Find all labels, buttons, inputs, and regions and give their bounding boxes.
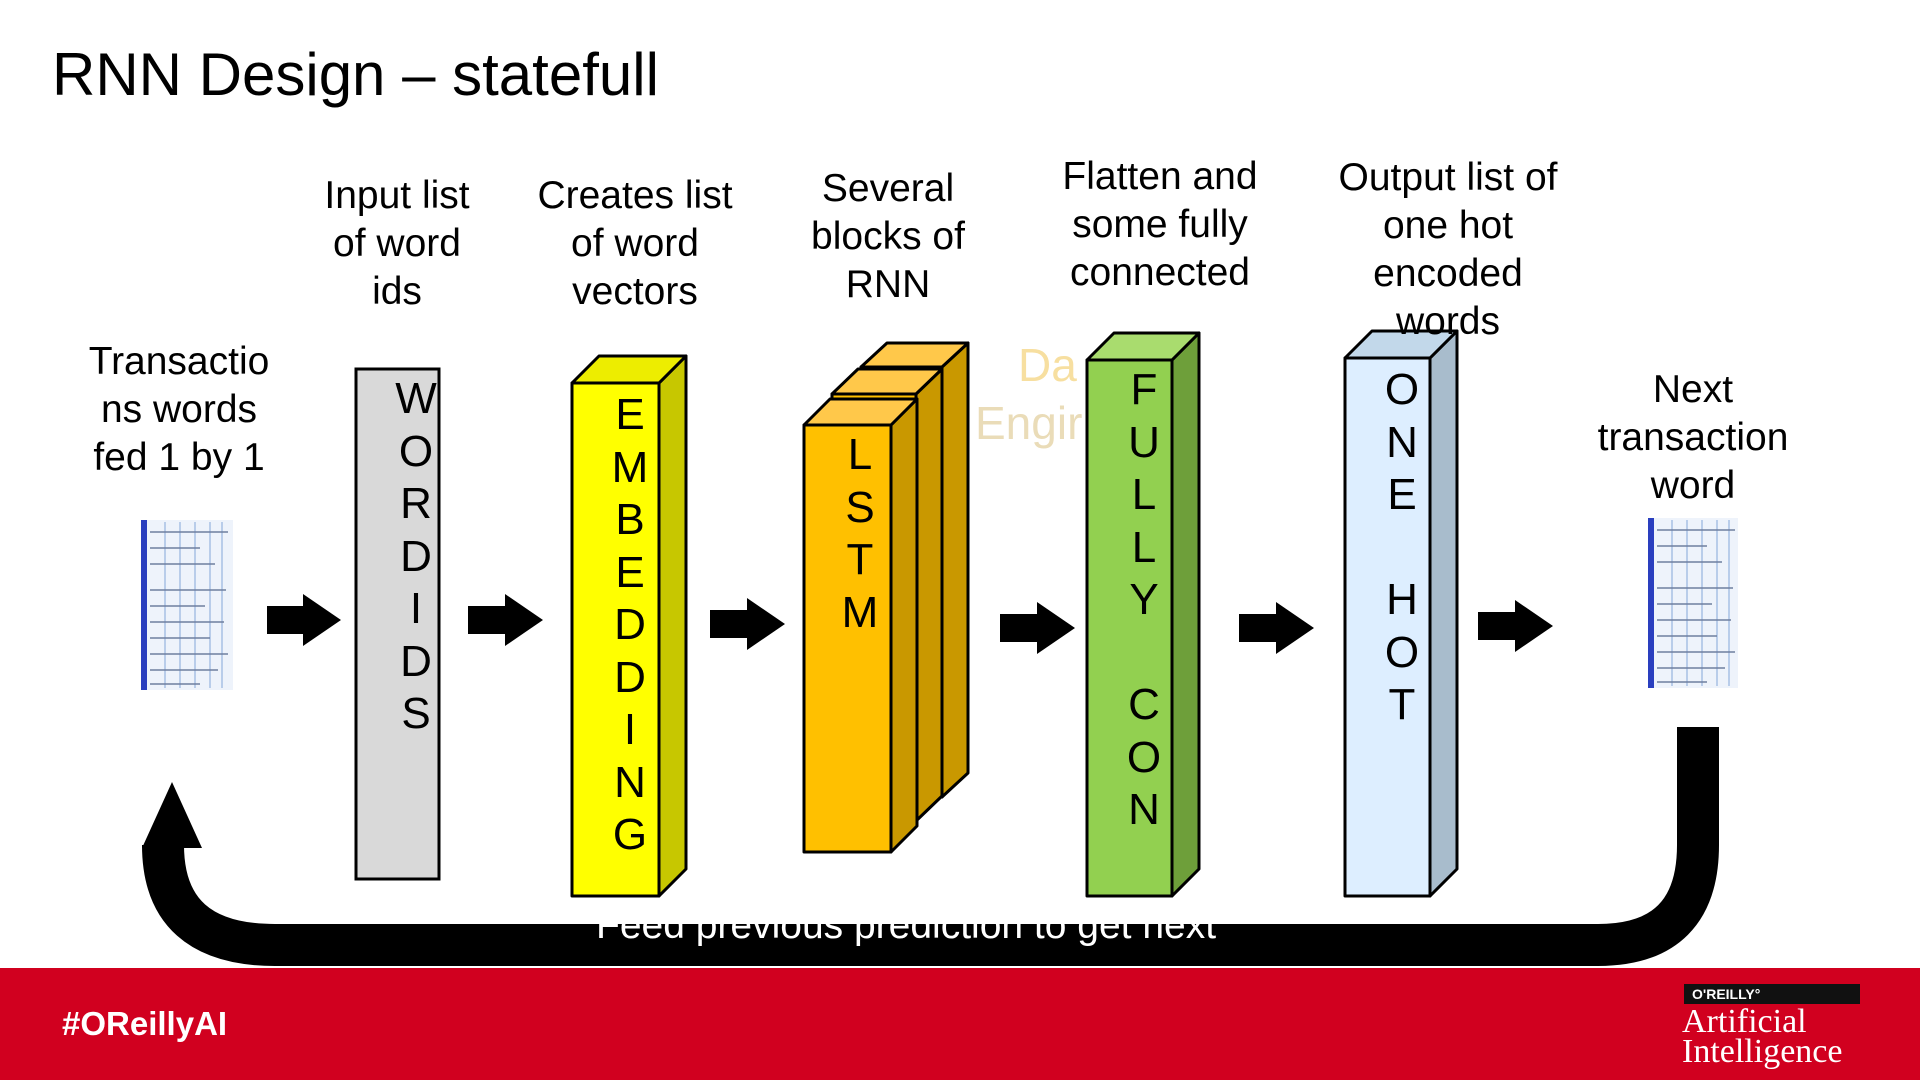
footer-hashtag: #OReillyAI (62, 1005, 228, 1042)
oreilly-logo-badge: O'REILLY° (1684, 984, 1860, 1004)
arrow-2 (468, 594, 543, 646)
embedding-letters: E M B E D D I N G (611, 390, 649, 859)
caption-transaction-words: Transactio ns words fed 1 by 1 (88, 340, 270, 479)
fully-connected-block (1085, 331, 1201, 898)
caption-several-blocks: Several blocks of RNN (811, 167, 965, 306)
arrow-4 (1000, 602, 1075, 654)
caption-output-list: Output list of one hot encoded words (1338, 156, 1558, 343)
input-table-thumbnail (141, 520, 233, 690)
feedback-label: Feed previous prediction to get next (596, 904, 1217, 947)
one-hot-letters: O N E H O T (1384, 365, 1420, 729)
caption-next-word: Next transaction word (1597, 368, 1789, 507)
word-ids-letters: W O R D I D S (395, 374, 437, 738)
caption-flatten: Flatten and some fully connected (1062, 155, 1258, 294)
arrow-6 (1478, 600, 1553, 652)
slide-title: RNN Design – statefull (52, 41, 659, 108)
feedback-arrowhead (142, 782, 202, 848)
caption-creates-list: Creates list of word vectors (537, 174, 733, 313)
watermark-line2: Engir (975, 397, 1083, 449)
arrow-5 (1239, 602, 1314, 654)
embedding-block (570, 354, 688, 898)
arrow-1 (267, 594, 341, 646)
arrow-3 (710, 598, 785, 650)
fully-con-letters: F U L L Y C O N (1126, 365, 1162, 834)
caption-input-list: Input list of word ids (324, 174, 470, 313)
logo-intelligence: Intelligence (1682, 1033, 1843, 1070)
watermark-line1: Da (1018, 339, 1077, 391)
word-ids-block (354, 367, 441, 881)
lstm-block-front (802, 397, 919, 854)
feedback-loop-arrow (142, 727, 1719, 966)
lstm-letters: L S T M (841, 430, 879, 637)
one-hot-block (1343, 329, 1459, 898)
footer-bar (0, 968, 1920, 1080)
logo-artificial: Artificial (1682, 1003, 1807, 1040)
output-table-thumbnail (1648, 518, 1738, 688)
